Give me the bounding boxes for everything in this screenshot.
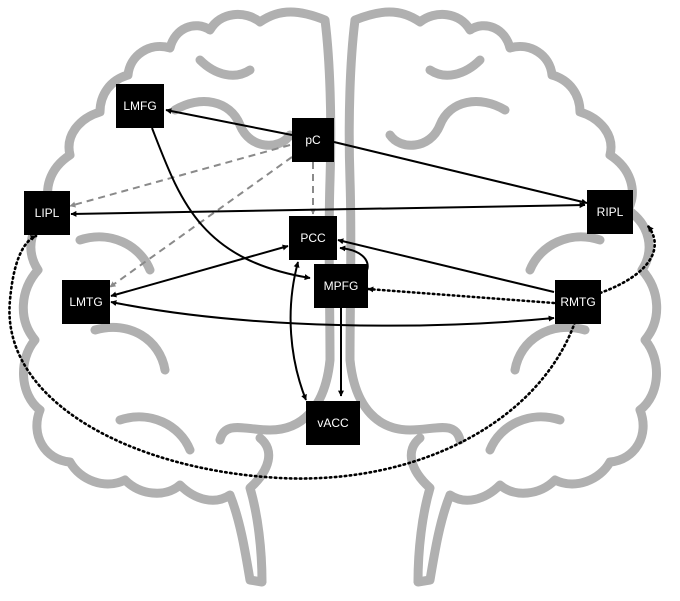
node-lipl-box [24, 191, 70, 235]
edge-lmtg-rmtg [110, 300, 555, 327]
edge-lmfg-mpfg [151, 127, 311, 281]
node-rmtg-label: RMTG [560, 295, 595, 309]
node-mpfg: MPFG [314, 264, 368, 308]
node-vacc-box [306, 401, 360, 445]
edge-rmtg-mpfg [366, 286, 556, 305]
node-lmfg-box [116, 84, 164, 128]
left-hemisphere-outline [18, 7, 336, 587]
right-hemisphere-outline [344, 7, 662, 587]
node-rmtg-box [555, 280, 601, 324]
edge-pcc-vacc [289, 261, 307, 401]
edge-rmtg-lipl [8, 234, 577, 480]
node-lipl: LIPL [24, 191, 70, 235]
node-pc: pC [292, 118, 334, 162]
node-ripl-box [587, 190, 633, 234]
node-mpfg-label: MPFG [324, 279, 359, 293]
edge-pcc-lmtg [110, 244, 289, 298]
node-pc-label: pC [305, 133, 321, 147]
edge-pc-lmfg [165, 108, 293, 136]
node-lmfg: LMFG [116, 84, 164, 128]
node-ripl-label: RIPL [597, 205, 624, 219]
edge-pc-lipl [69, 144, 291, 208]
node-lmfg-label: LMFG [123, 99, 156, 113]
edge-rmtg-pcc [337, 238, 555, 293]
node-lmtg-label: LMTG [69, 295, 102, 309]
edge-pc-lmtg [109, 156, 293, 288]
node-mpfg-box [314, 264, 368, 308]
node-pcc-box [289, 216, 337, 260]
node-vacc: vACC [306, 401, 360, 445]
node-lmtg-box [62, 280, 110, 324]
edge-pc-ripl [333, 141, 588, 205]
node-pcc-label: PCC [300, 231, 326, 245]
node-vacc-label: vACC [317, 416, 349, 430]
node-lipl-label: LIPL [35, 206, 60, 220]
node-pc-box [292, 118, 334, 162]
node-pcc: PCC [289, 216, 337, 260]
edge-rmtg-ripl [598, 224, 657, 295]
node-lmtg: LMTG [62, 280, 110, 324]
edges [8, 108, 657, 480]
node-rmtg: RMTG [555, 280, 601, 324]
node-ripl: RIPL [587, 190, 633, 234]
edge-lipl-ripl [70, 202, 586, 217]
right-gyri [385, 55, 605, 455]
